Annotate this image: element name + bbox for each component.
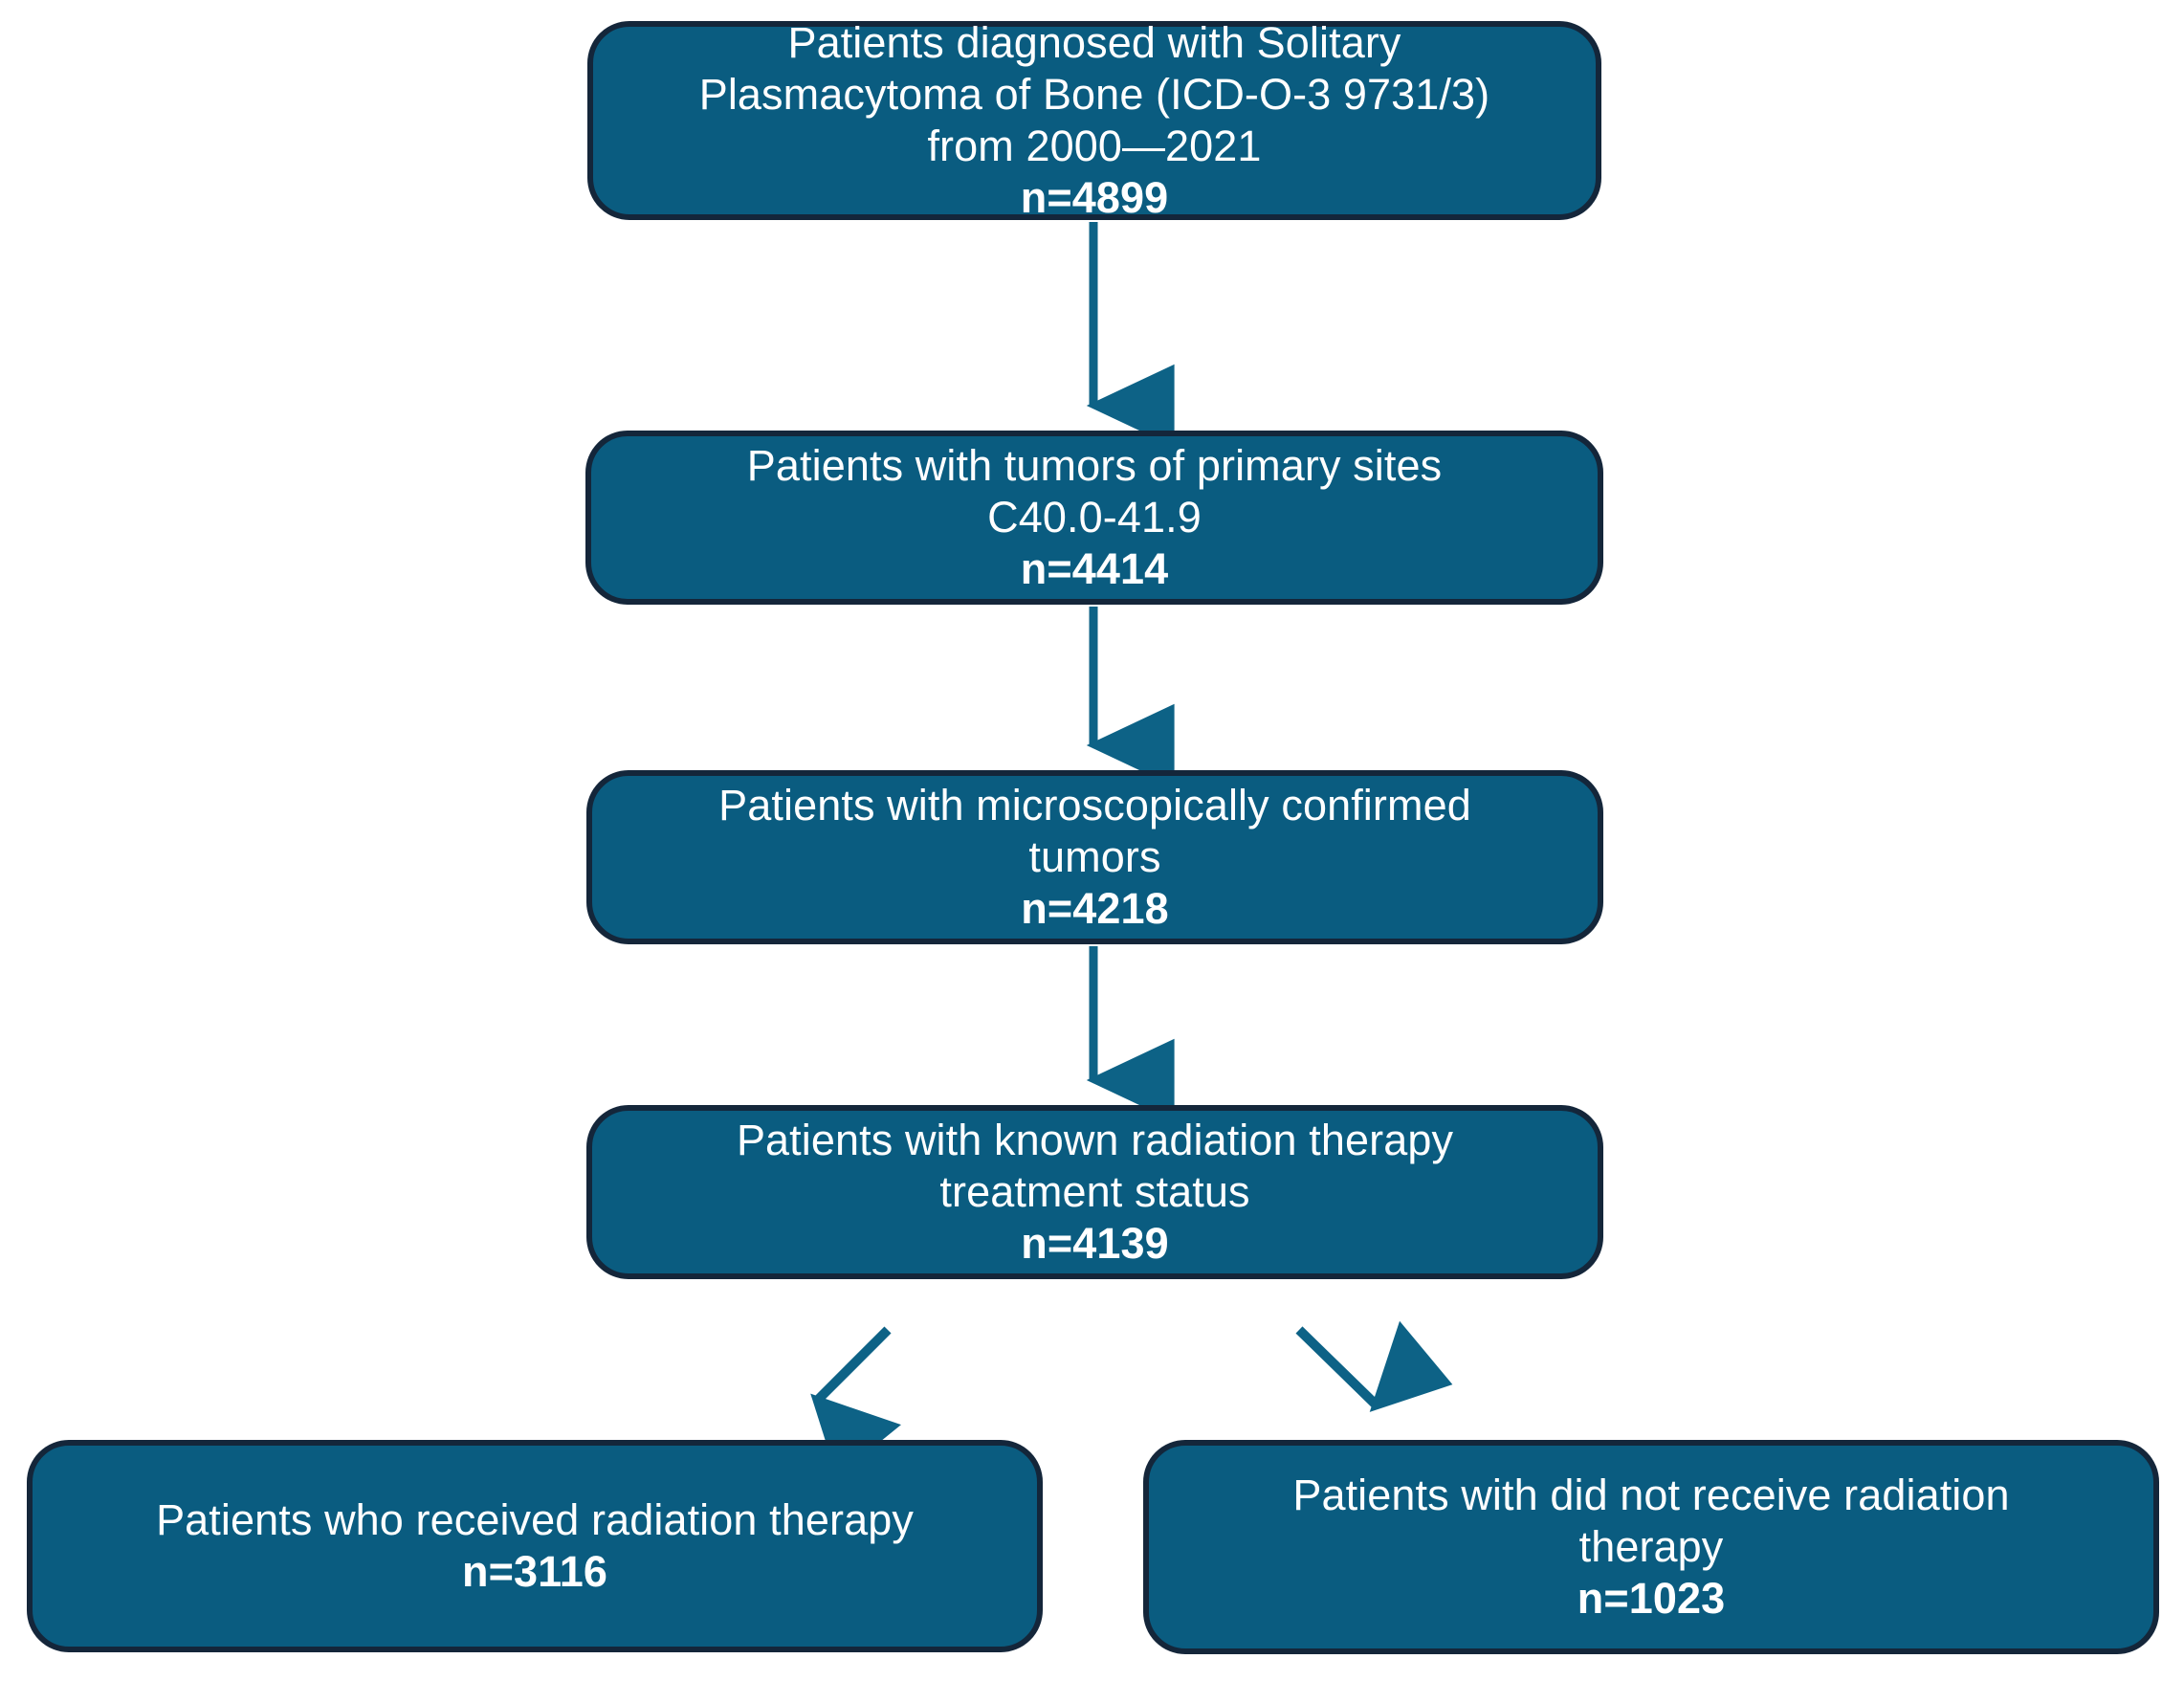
node-count: n=3116 xyxy=(462,1547,607,1596)
node-text-line: Patients with did not receive radiation xyxy=(1292,1471,2010,1519)
node-text-line: Patients with known radiation therapy xyxy=(736,1116,1454,1164)
node-known-radiation-status: Patients with known radiation therapy tr… xyxy=(586,1105,1603,1279)
node-count: n=1023 xyxy=(1577,1574,1726,1623)
node-patients-diagnosed: Patients diagnosed with Solitary Plasmac… xyxy=(587,18,1601,222)
node-text-line: Plasmacytoma of Bone (ICD-O-3 9731/3) xyxy=(698,70,1490,119)
node-count: n=4414 xyxy=(1020,544,1169,593)
node-no-radiation-therapy: Patients with did not receive radiation … xyxy=(1143,1440,2159,1654)
node-microscopically-confirmed: Patients with microscopically confirmed … xyxy=(586,770,1603,944)
node-text-line: treatment status xyxy=(939,1167,1250,1216)
node-text-line: Patients with microscopically confirmed xyxy=(718,781,1471,829)
node-text-line: Patients with tumors of primary sites xyxy=(746,441,1443,490)
node-text-line: C40.0-41.9 xyxy=(987,493,1202,542)
node-text-line: tumors xyxy=(1028,832,1161,881)
node-text-line: from 2000—2021 xyxy=(927,122,1262,170)
arrow-rtstatus-to-notreceived xyxy=(1295,1320,1453,1412)
arrow-rtstatus-to-received xyxy=(810,1326,901,1477)
node-text-line: Patients diagnosed with Solitary xyxy=(787,18,1401,67)
node-count: n=4899 xyxy=(1020,173,1169,222)
node-text-line: Patients who received radiation therapy xyxy=(156,1495,914,1544)
node-text-line: therapy xyxy=(1578,1522,1724,1571)
node-received-radiation-therapy: Patients who received radiation therapy … xyxy=(27,1440,1043,1652)
node-count: n=4218 xyxy=(1021,884,1169,933)
node-primary-sites: Patients with tumors of primary sites C4… xyxy=(585,431,1603,605)
node-count: n=4139 xyxy=(1021,1219,1169,1268)
